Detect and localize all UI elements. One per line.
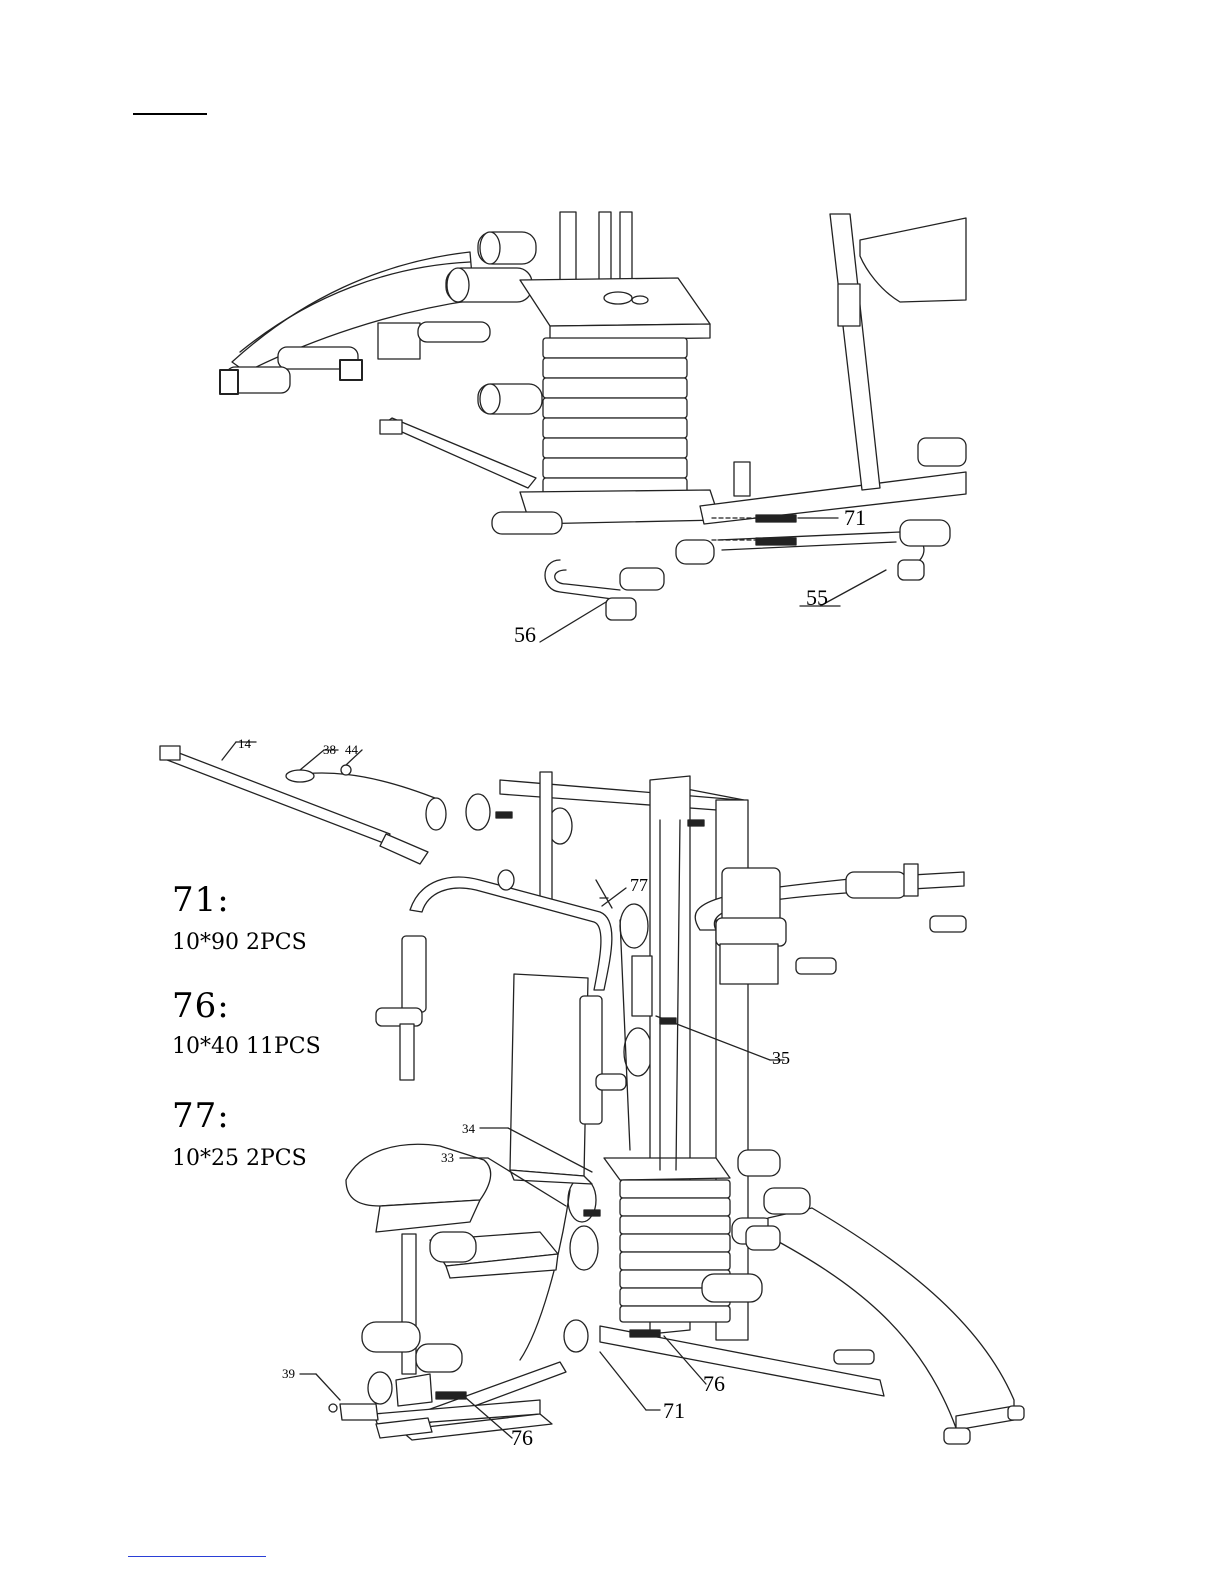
- hardware-size-77: 10*25 2PCS: [172, 1146, 307, 1171]
- callout-33: 33: [441, 1150, 454, 1166]
- hardware-code-77: 77:: [172, 1096, 230, 1136]
- footer-link-underline: [128, 1556, 266, 1557]
- callout-34: 34: [462, 1121, 475, 1137]
- hardware-code-71: 71:: [172, 880, 230, 920]
- hardware-code-76: 76:: [172, 986, 230, 1026]
- callout-38: 38: [323, 742, 336, 758]
- callout-44: 44: [345, 742, 358, 758]
- callout-35: 35: [772, 1048, 790, 1069]
- hardware-size-76: 10*40 11PCS: [172, 1034, 321, 1059]
- callout-39: 39: [282, 1366, 295, 1382]
- hardware-size-71: 10*90 2PCS: [172, 930, 307, 955]
- callout-14: 14: [238, 736, 251, 752]
- callout-76-left: 76: [511, 1425, 533, 1451]
- callout-77: 77: [630, 875, 648, 896]
- callout-76-right: 76: [703, 1371, 725, 1397]
- callout-71-bottom: 71: [663, 1398, 685, 1424]
